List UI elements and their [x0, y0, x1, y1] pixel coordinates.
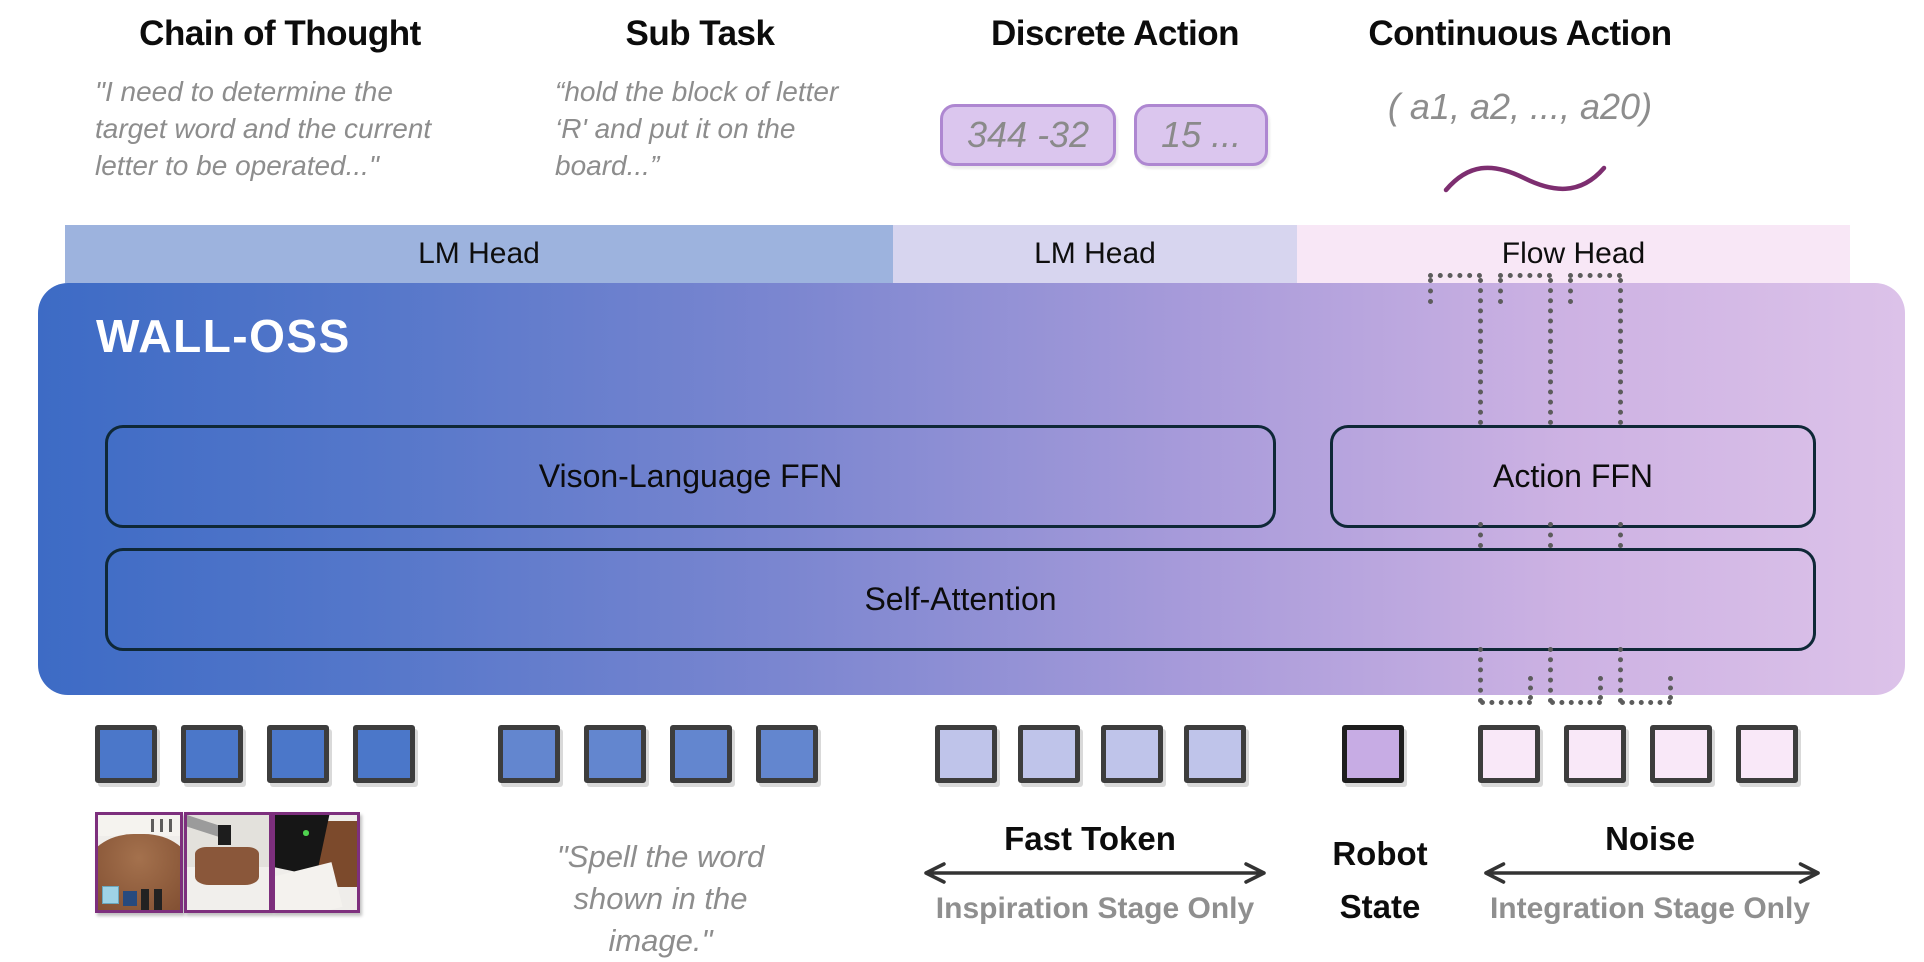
noise-token	[1564, 725, 1626, 783]
flow-dotted-path	[1598, 676, 1603, 700]
noise-label: Noise	[1605, 820, 1695, 857]
column-title-chain-of-thought: Chain of Thought	[139, 14, 421, 53]
vision-token	[181, 725, 243, 783]
image-letter-blocks	[192, 878, 263, 888]
flow-dotted-path	[1498, 273, 1552, 278]
discrete-action-token-2: 15 ...	[1134, 104, 1269, 166]
column-title-continuous-action: Continuous Action	[1368, 14, 1672, 53]
image-letter-block	[122, 891, 137, 907]
flow-dotted-path	[1618, 647, 1623, 703]
image-marking	[150, 818, 176, 833]
flow-dotted-path	[1618, 522, 1623, 548]
flow-dotted-path	[1548, 647, 1553, 703]
flow-dotted-path	[1548, 522, 1553, 548]
text-token	[584, 725, 646, 783]
noise-token	[1650, 725, 1712, 783]
fast-token	[1018, 725, 1080, 783]
noise-token-row	[1478, 725, 1798, 783]
continuous-action-wave-icon	[1443, 165, 1607, 193]
fast-token	[1101, 725, 1163, 783]
self-attention-block: Self-Attention	[105, 548, 1816, 651]
flow-dotted-path	[1550, 700, 1602, 705]
discrete-action-token-1: 344 -32	[940, 104, 1117, 166]
text-token	[756, 725, 818, 783]
flow-dotted-path	[1428, 273, 1482, 278]
integration-stage-label: Integration Stage Only	[1489, 892, 1811, 925]
chain-of-thought-example: "I need to determine the target word and…	[95, 76, 432, 181]
fast-token-row	[935, 725, 1246, 783]
fast-token-span-arrow	[924, 862, 1266, 884]
lm-head-bar-2: LM Head	[893, 225, 1297, 283]
flow-dotted-path	[1668, 676, 1673, 700]
image-led	[302, 830, 310, 836]
camera-image-3	[272, 812, 360, 913]
noise-token	[1478, 725, 1540, 783]
flow-dotted-path	[1498, 278, 1503, 304]
vision-token-row	[95, 725, 415, 783]
robot-state-token	[1342, 725, 1404, 783]
flow-dotted-path	[1528, 676, 1533, 700]
flow-dotted-path	[1478, 522, 1483, 548]
image-table	[195, 847, 260, 886]
noise-span-arrow	[1484, 862, 1820, 884]
text-token	[498, 725, 560, 783]
flow-dotted-path	[1620, 700, 1672, 705]
vl-prompt: "Spell the word shown in the image."	[556, 839, 765, 958]
text-token	[670, 725, 732, 783]
robot-state-token-row	[1342, 725, 1404, 783]
column-title-discrete-action: Discrete Action	[991, 14, 1239, 53]
vision-token	[95, 725, 157, 783]
image-gripper	[140, 889, 162, 910]
flow-dotted-path	[1568, 273, 1622, 278]
flow-dotted-path	[1548, 278, 1553, 425]
vision-token	[267, 725, 329, 783]
flow-dotted-path	[1428, 278, 1433, 304]
flow-dotted-path	[1568, 278, 1573, 304]
vision-token	[353, 725, 415, 783]
camera-image-2	[184, 812, 272, 913]
continuous-action-vector: ( a1, a2, ..., a20)	[1387, 86, 1653, 127]
fast-token	[1184, 725, 1246, 783]
flow-dotted-path	[1618, 278, 1623, 425]
vision-language-ffn-block: Vison-Language FFN	[105, 425, 1276, 528]
camera-image-1	[95, 812, 183, 913]
model-name: WALL-OSS	[96, 310, 351, 362]
fast-token-label: Fast Token	[1004, 820, 1176, 857]
lm-head-bar-1: LM Head	[65, 225, 893, 283]
noise-token	[1736, 725, 1798, 783]
image-letter-block	[102, 886, 119, 905]
text-token-row	[498, 725, 818, 783]
wall-oss-model-block: WALL-OSS Vison-Language FFN Action FFN S…	[38, 283, 1905, 695]
action-ffn-block: Action FFN	[1330, 425, 1816, 528]
image-gripper	[218, 824, 232, 846]
column-title-sub-task: Sub Task	[625, 14, 775, 53]
fast-token	[935, 725, 997, 783]
flow-dotted-path	[1478, 278, 1483, 425]
flow-dotted-path	[1480, 700, 1532, 705]
robot-state-label: Robot State	[1332, 835, 1428, 925]
discrete-action-tokens: 344 -32 15 ...	[940, 104, 1269, 166]
sub-task-example: “hold the block of letter ‘R' and put it…	[555, 76, 839, 181]
inspiration-stage-label: Inspiration Stage Only	[935, 892, 1255, 925]
flow-dotted-path	[1478, 647, 1483, 703]
